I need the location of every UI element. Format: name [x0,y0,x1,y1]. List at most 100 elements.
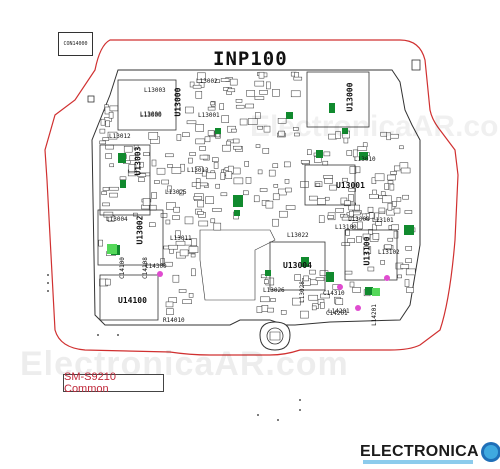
smd-pad [173,206,180,213]
smd-pad [341,242,351,246]
inductor-ref-l13028: L13028 [298,281,306,303]
smd-pad [292,297,301,306]
smd-pad [164,261,173,267]
smd-pad [207,130,215,136]
smd-pad [396,197,402,202]
smd-pad [206,172,216,180]
smd-pad [212,208,222,212]
smd-pad [182,132,190,137]
component-field [98,71,416,319]
site-logo[interactable]: ELECTRONICA [360,442,500,462]
smd-pad [226,140,231,146]
smd-pad [393,207,401,214]
smd-pad [197,199,204,208]
smd-pad [253,195,260,203]
smd-pad [233,177,244,185]
smd-pad [255,144,261,148]
inductor-ref-l14201: L14201 [328,308,350,315]
smd-pad [197,211,204,215]
smd-pad [380,260,385,265]
ic-ref-u13000-right: U13000 [345,82,355,112]
smd-pad [245,103,254,109]
smd-pad [195,124,204,132]
smd-pad [273,184,279,188]
smd-pad [231,128,237,133]
smd-pad [400,167,411,174]
smd-pad [300,310,309,319]
smd-pad [205,196,214,204]
smd-pad [374,173,385,182]
smd-pad [143,152,150,156]
smd-pad [98,239,103,247]
smd-pad [357,146,368,151]
smd-pad [163,245,170,250]
smd-pad [161,179,169,185]
smd-pad [151,159,157,167]
smd-pad [389,183,395,191]
smd-pad [235,99,243,103]
smd-pad [349,210,354,217]
smd-pad [204,136,211,143]
smd-pad [259,188,268,192]
smd-pad [102,187,110,191]
logo-badge-icon [480,442,500,462]
smd-pad [188,246,199,253]
smd-pad [176,134,182,141]
inductor-ref-l13003: L13003 [144,87,166,94]
smd-pad [193,196,203,200]
smd-pad [244,161,249,167]
smd-pad [220,192,228,197]
smd-pad [387,202,393,211]
smd-pad [335,131,341,139]
page-title: INP100 [213,48,288,70]
ic-ref-u13004: U13004 [283,261,312,270]
smd-pad [257,125,263,130]
smd-pad [300,181,309,188]
model-caption: SM-S9210 Common [64,371,116,395]
smd-pad [354,204,360,211]
smd-pad [165,153,174,158]
ic-outlines [97,71,398,321]
bottom-notch [259,321,291,351]
smd-pad [387,237,394,242]
smd-pad [404,279,410,287]
smd-pad [190,253,196,258]
smd-pad [280,310,287,315]
smd-pad [323,175,333,179]
smd-pad [233,145,242,150]
smd-pad [105,153,112,159]
smd-pad [109,186,119,191]
inductor-ref-l13025: L13025 [165,189,187,196]
smd-pad [219,103,224,110]
smd-pad [272,218,279,227]
smd-pad [142,198,151,206]
model-caption-box: SM-S9210 Common [63,371,164,395]
smd-pad [247,118,258,125]
cap-ref-c14100: C14100 [118,257,126,279]
smd-pad [199,154,209,160]
smd-pad [255,112,261,119]
smd-pad [405,268,416,276]
smd-pad [220,172,226,180]
smd-pad [347,238,355,243]
smd-pad [270,298,276,302]
cap-ref-c14201: C14201 [326,310,348,317]
smd-pad [357,221,363,230]
smd-pad [154,180,160,184]
smd-pad [239,118,248,126]
smd-pad [260,296,270,303]
smd-pad [172,274,180,283]
inductor-ref-l13002: L13002 [196,78,218,85]
smd-pad [105,120,110,128]
smd-pad [397,274,402,279]
smd-pad [352,287,361,293]
smd-pad [363,246,372,254]
smd-pad [260,274,267,279]
smd-pad [109,192,118,198]
inductor-ref-l13000-b: L13000 [140,111,162,118]
smd-pad [254,96,265,100]
smd-pad [392,201,397,207]
resistor-ref-r14010: R14010 [163,317,185,324]
smd-pad [138,177,145,182]
smd-pad [107,131,118,140]
